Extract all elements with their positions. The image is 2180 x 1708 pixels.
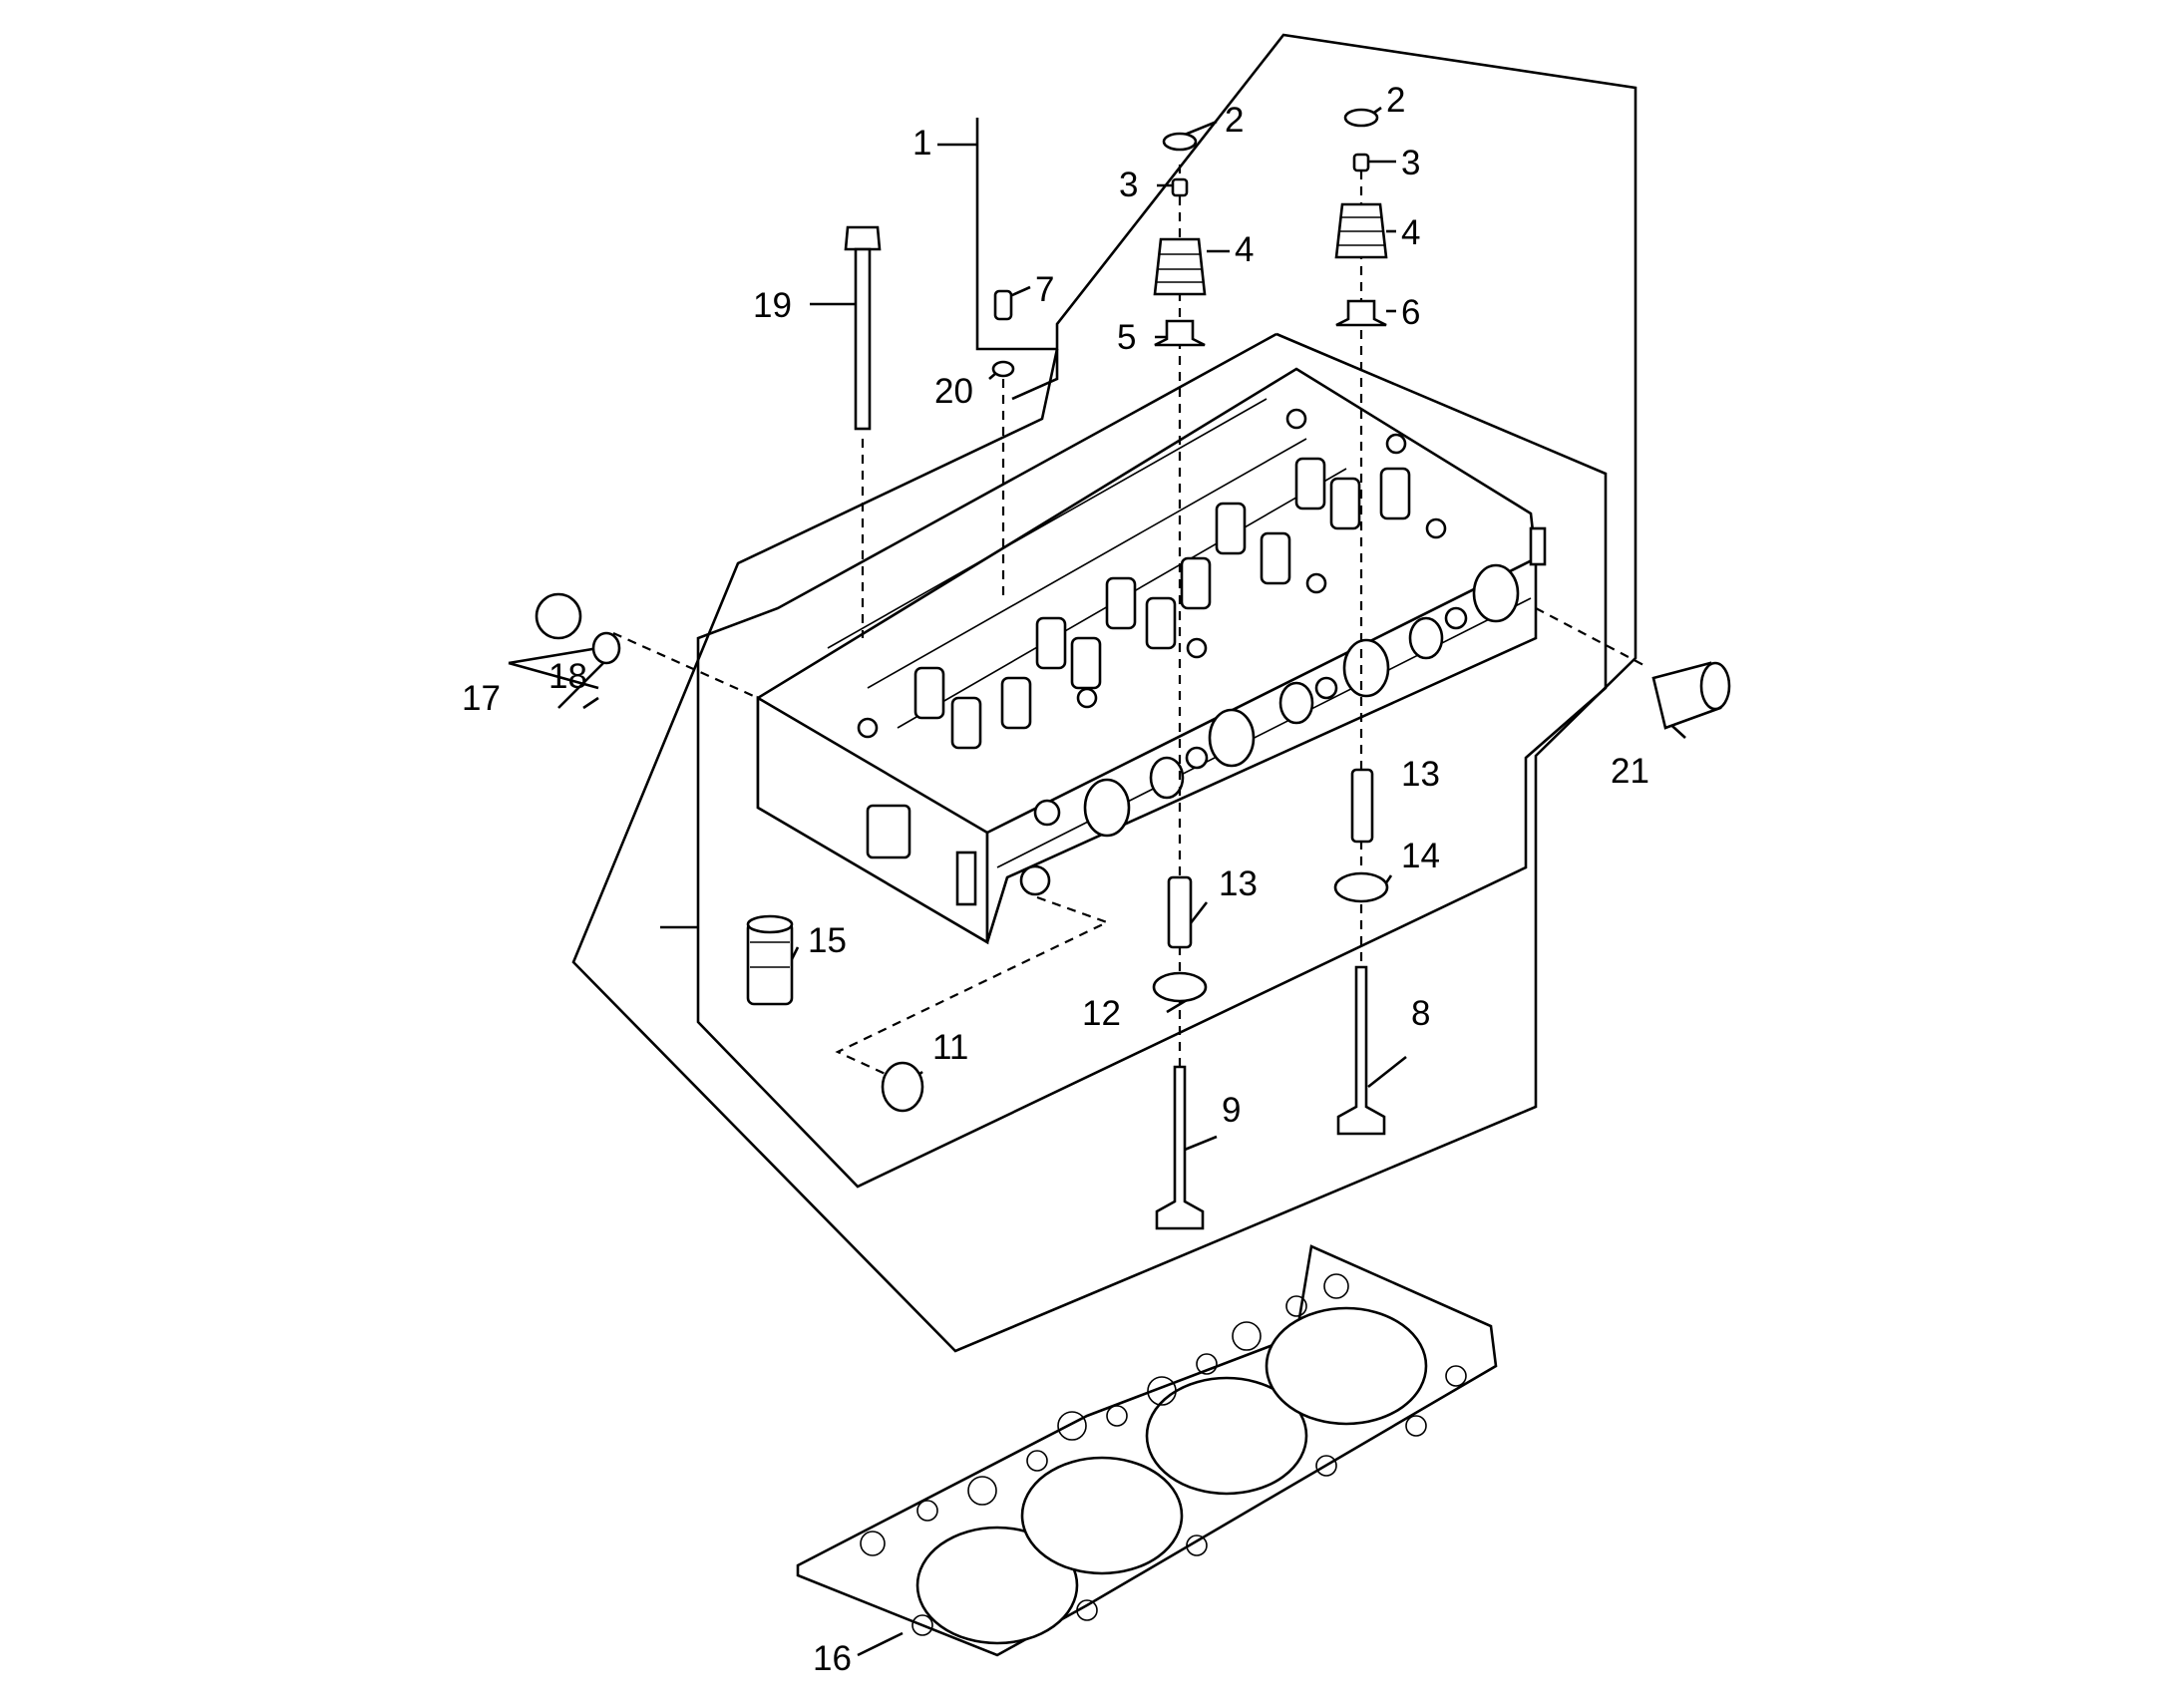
valve-collet-left [1171, 177, 1189, 197]
valve-guide-right [1350, 768, 1374, 844]
valve-seat-left [1152, 971, 1208, 1003]
callout-11: 11 [932, 1028, 968, 1067]
intake-valve [1155, 1065, 1205, 1230]
callout-4-right: 4 [1401, 213, 1420, 252]
callout-13-right: 13 [1401, 755, 1440, 794]
callout-14: 14 [1401, 837, 1440, 875]
valve-spring-left [1153, 237, 1207, 296]
valve-stem-seal-left [1154, 319, 1206, 347]
callout-13-left: 13 [1219, 864, 1258, 903]
gasket-bore-1 [915, 1526, 1079, 1645]
bolt-holes-top [857, 408, 1447, 739]
dowel-pin [993, 289, 1013, 321]
callout-labels: 1 2 2 3 3 4 4 5 6 7 8 9 11 12 13 13 14 1… [462, 81, 1649, 1678]
valve-assembly-right [1333, 108, 1389, 1136]
callout-20: 20 [934, 372, 973, 411]
callout-9: 9 [1222, 1091, 1241, 1130]
rear-plug [1529, 526, 1547, 566]
valve-guide-left [1167, 875, 1193, 949]
valve-spring-retainer-right [1343, 108, 1379, 128]
exhaust-valve [1336, 965, 1386, 1136]
plug [535, 592, 582, 640]
head-bolt [844, 225, 882, 431]
callout-15: 15 [808, 921, 847, 960]
valve-stem-seal-right [1335, 299, 1387, 327]
gasket-holes [860, 1273, 1467, 1636]
callout-3-left: 3 [1119, 166, 1138, 204]
valve-seat-right [1333, 871, 1389, 903]
callout-6: 6 [1401, 293, 1420, 332]
plug-washer [591, 631, 621, 665]
callout-12: 12 [1082, 994, 1121, 1033]
gasket-bore-4 [1265, 1306, 1428, 1426]
valve-assembly-left [1152, 132, 1208, 1230]
port-holes [1033, 563, 1520, 838]
group-outline-inner [660, 332, 1608, 1189]
valve-springs-on-head [913, 457, 1411, 750]
callout-17: 17 [462, 679, 501, 718]
callout-2-left: 2 [1225, 101, 1244, 140]
callout-4-left: 4 [1235, 230, 1254, 269]
o-ring-seal [881, 1061, 924, 1113]
dowel-o-ring [991, 360, 1015, 378]
cylinder-sleeve-plug [1651, 661, 1731, 730]
valve-collet-right [1352, 153, 1370, 172]
callout-16: 16 [813, 1639, 852, 1678]
callout-5: 5 [1117, 318, 1136, 357]
callout-7: 7 [1035, 270, 1054, 309]
gasket-bore-2 [1020, 1456, 1184, 1575]
plug-with-washer [535, 592, 621, 665]
side-port [866, 804, 911, 859]
callout-21: 21 [1611, 752, 1649, 791]
valve-spring-retainer-left [1162, 132, 1198, 152]
gasket-bore-3 [1145, 1376, 1308, 1496]
cylinder-head [756, 367, 1547, 945]
injector-sleeve [746, 914, 794, 1006]
callout-8: 8 [1411, 994, 1430, 1033]
callout-19: 19 [753, 286, 792, 325]
callout-2-right: 2 [1386, 81, 1405, 120]
callout-1: 1 [912, 124, 931, 163]
callout-3-right: 3 [1401, 144, 1420, 182]
callout-18: 18 [548, 657, 587, 696]
head-gasket [796, 1244, 1498, 1657]
